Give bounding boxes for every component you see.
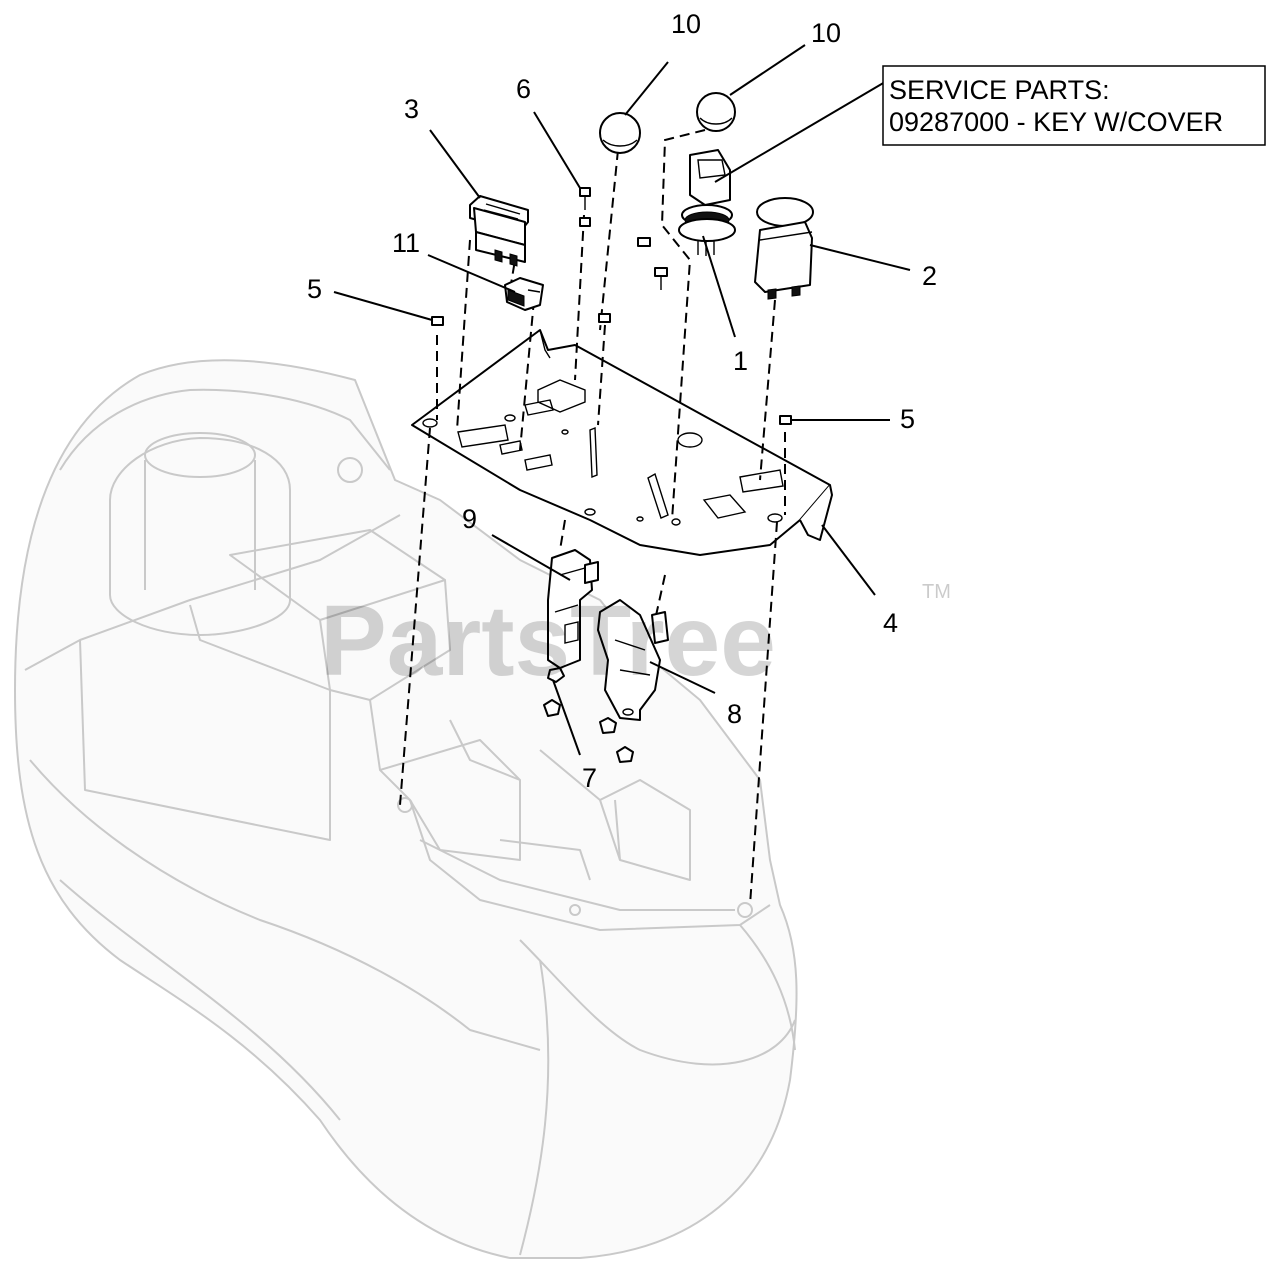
mounting-plate (411, 329, 833, 556)
callout-3: 3 (404, 94, 419, 124)
assembly-lines (399, 129, 786, 906)
connector-11 (504, 277, 544, 311)
screws (431, 187, 792, 425)
callout-labels: 1 2 3 4 5 5 6 7 8 9 10 10 11 (307, 9, 937, 793)
service-parts-title: SERVICE PARTS: (889, 75, 1110, 105)
callout-7: 7 (582, 763, 597, 793)
ignition-switch-1 (678, 149, 736, 256)
callout-4: 4 (883, 608, 898, 638)
callout-1: 1 (733, 346, 748, 376)
watermark-tm: TM (922, 581, 951, 603)
partstree-watermark: PartsTree TM (320, 581, 951, 697)
switch-bracket-9 (547, 549, 599, 669)
pto-switch-2 (754, 197, 814, 300)
callout-10-right: 10 (811, 18, 841, 48)
service-parts-item: 09287000 - KEY W/COVER (889, 107, 1223, 137)
service-parts-box: SERVICE PARTS: 09287000 - KEY W/COVER (882, 65, 1266, 146)
switch-3 (469, 195, 529, 267)
callout-6: 6 (516, 74, 531, 104)
console-housing (14, 359, 798, 1259)
callout-11: 11 (392, 228, 420, 258)
callout-9: 9 (462, 504, 477, 534)
callout-8: 8 (727, 699, 742, 729)
callout-5-left: 5 (307, 274, 322, 304)
callout-2: 2 (922, 261, 937, 291)
nuts-7 (543, 667, 634, 763)
leader-lines (333, 44, 911, 756)
callout-10-left: 10 (671, 9, 701, 39)
callout-5-right: 5 (900, 404, 915, 434)
switch-bracket-8 (597, 599, 669, 721)
watermark-text: PartsTree (320, 585, 776, 697)
knobs-10 (599, 92, 736, 154)
